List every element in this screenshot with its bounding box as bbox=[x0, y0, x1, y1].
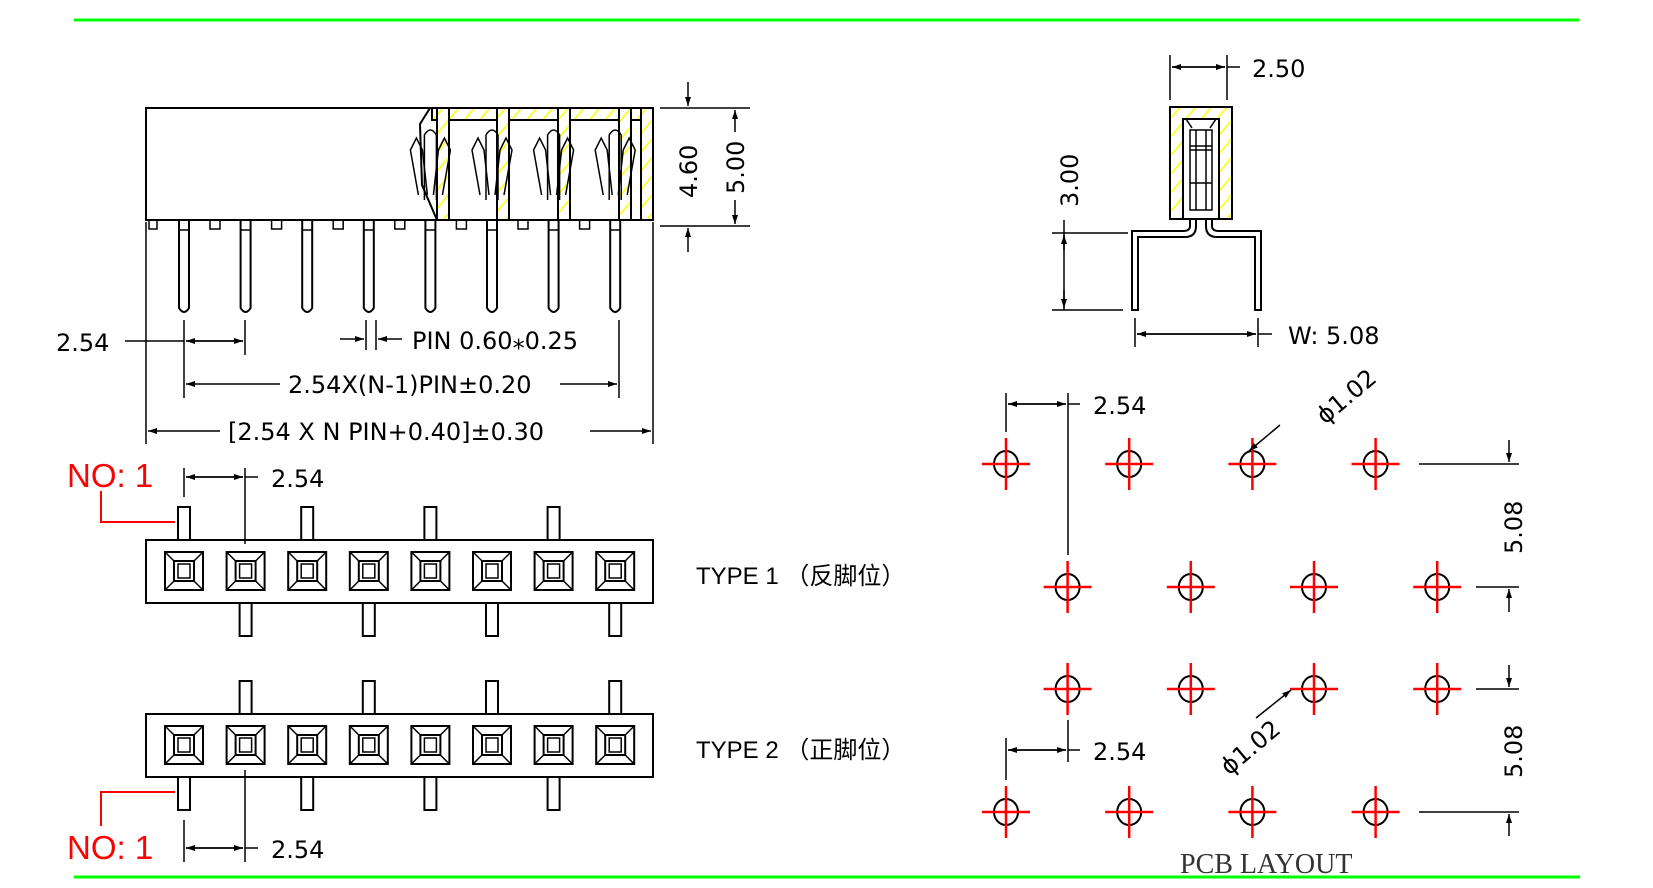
top-pin bbox=[361, 680, 376, 715]
dim-pin-size: PIN 0.60⁎0.25 bbox=[412, 327, 578, 355]
front-pin bbox=[486, 220, 498, 313]
type2-housing bbox=[145, 713, 654, 778]
hatch-wall bbox=[640, 107, 654, 221]
pcb-dim-pitch-top: 2.54 bbox=[1093, 392, 1146, 420]
socket-cell bbox=[225, 551, 266, 591]
socket-cell bbox=[410, 725, 451, 765]
dim-pitch-front: 2.54 bbox=[56, 329, 109, 357]
hatch-wall bbox=[557, 107, 571, 221]
front-pins bbox=[148, 219, 622, 313]
type2-pin1-label: NO: 1 bbox=[67, 829, 153, 866]
socket-cell bbox=[595, 551, 636, 591]
type2-top-view: NO: 1 2.54 TYPE 2 （正脚位） bbox=[67, 680, 905, 866]
side-view: 2.50 3.00 W: 5.08 bbox=[1052, 55, 1379, 350]
bottom-pin bbox=[177, 776, 191, 811]
type1-housing bbox=[145, 539, 654, 604]
dim-total-height: 5.00 bbox=[722, 141, 750, 194]
socket-cell bbox=[533, 551, 574, 591]
standoff bbox=[332, 219, 344, 230]
standoff bbox=[394, 219, 406, 230]
standoff bbox=[209, 219, 221, 230]
type1-top-view: NO: 1 2.54 TYPE 1 （反脚位） bbox=[67, 457, 905, 637]
type1-dim-pitch: 2.54 bbox=[271, 465, 324, 493]
top-pin bbox=[300, 506, 315, 541]
top-pin bbox=[608, 680, 623, 715]
pcb-layout-title: PCB LAYOUT bbox=[1180, 849, 1352, 880]
standoff bbox=[148, 219, 158, 230]
pcb-dim-pitch-bottom: 2.54 bbox=[1093, 738, 1146, 766]
bottom-pin bbox=[361, 602, 376, 637]
pcb-dim-hole-top: ϕ1.02 bbox=[1311, 364, 1382, 430]
standoff bbox=[270, 219, 283, 230]
type2-pin1-leader bbox=[100, 791, 175, 826]
socket-cell bbox=[164, 725, 204, 765]
socket-cell bbox=[410, 551, 451, 591]
front-pin bbox=[362, 220, 375, 313]
top-pin bbox=[238, 680, 253, 715]
front-pin bbox=[178, 220, 190, 313]
housing-body bbox=[145, 107, 654, 221]
pcb-dim-hole-bottom: ϕ1.02 bbox=[1215, 715, 1286, 781]
pcb-dim-row-top: 5.08 bbox=[1500, 501, 1528, 554]
type1-pin1-label: NO: 1 bbox=[67, 457, 153, 494]
socket-cell bbox=[472, 551, 512, 591]
front-pin bbox=[301, 220, 314, 313]
dim-body-height: 4.60 bbox=[675, 145, 703, 198]
type2-dim-pitch: 2.54 bbox=[271, 836, 324, 864]
cross-section-hatch bbox=[409, 107, 654, 221]
dim-pin-length: 3.00 bbox=[1056, 154, 1084, 207]
front-pin bbox=[424, 220, 437, 313]
bottom-pin bbox=[485, 602, 499, 637]
dim-pin-span: 2.54X(N-1)PIN±0.20 bbox=[288, 371, 532, 399]
top-pin bbox=[485, 680, 499, 715]
socket-cell bbox=[533, 725, 574, 765]
socket-cell bbox=[348, 725, 389, 765]
standoff bbox=[455, 219, 468, 230]
dim-row-spacing: W: 5.08 bbox=[1288, 322, 1379, 350]
socket-cell bbox=[472, 725, 512, 765]
bottom-pin bbox=[238, 602, 253, 637]
pcb-layout: 2.54 ϕ1.02 5.08 2.54 ϕ1.02 5.08 PCB LAYO… bbox=[982, 364, 1528, 880]
top-pin bbox=[423, 506, 438, 541]
bottom-pin bbox=[423, 776, 438, 811]
front-pin bbox=[547, 220, 560, 313]
type1-pin1-leader bbox=[100, 491, 175, 523]
top-pin bbox=[546, 506, 561, 541]
socket-cell bbox=[164, 551, 204, 591]
front-pin bbox=[609, 220, 622, 313]
dim-overall-length: [2.54 X N PIN+0.40]±0.30 bbox=[228, 418, 544, 446]
standoff bbox=[517, 219, 529, 230]
dim-side-width: 2.50 bbox=[1252, 55, 1305, 83]
socket-cell bbox=[225, 725, 266, 765]
standoff bbox=[578, 219, 591, 230]
socket-cell bbox=[348, 551, 389, 591]
pcb-dim-row-bottom: 5.08 bbox=[1500, 725, 1528, 778]
type1-label: TYPE 1 （反脚位） bbox=[696, 563, 905, 590]
type2-label: TYPE 2 （正脚位） bbox=[696, 737, 905, 764]
bottom-pin bbox=[300, 776, 315, 811]
socket-cell bbox=[287, 725, 328, 765]
bottom-pin bbox=[608, 602, 623, 637]
front-view: 4.60 5.00 2.54 PIN 0.60⁎0.25 2.54X(N-1)P… bbox=[56, 82, 750, 446]
socket-cell bbox=[595, 725, 636, 765]
bottom-pin bbox=[546, 776, 561, 811]
top-pin bbox=[177, 506, 191, 541]
socket-cell bbox=[287, 551, 328, 591]
front-pin bbox=[239, 220, 252, 313]
